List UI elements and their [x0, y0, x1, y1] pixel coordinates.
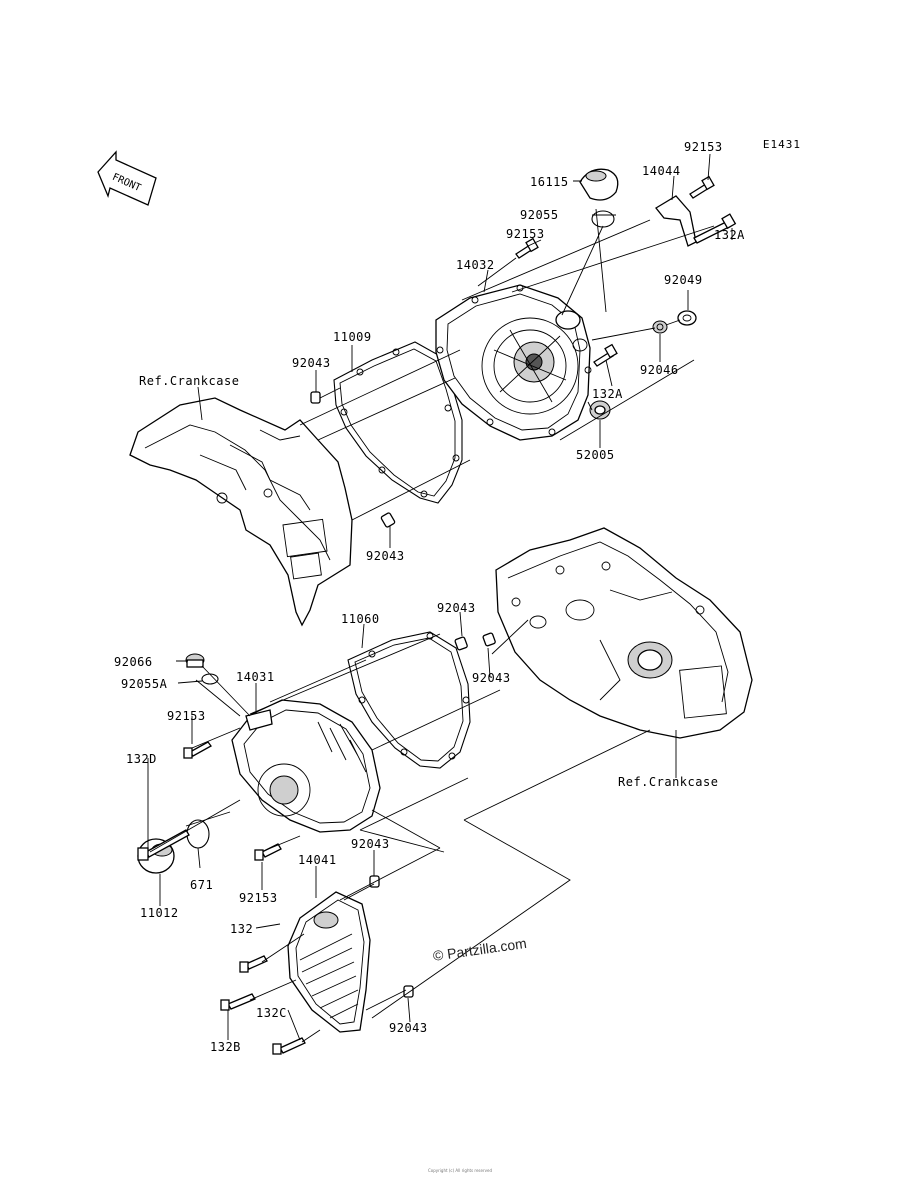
leader-lines [147, 153, 733, 1041]
bolt-132A-top-drawing [693, 213, 737, 244]
label-52005[interactable]: 52005 [576, 448, 615, 462]
assembly-lines-lower [149, 619, 651, 1043]
label-92043-a[interactable]: 92043 [292, 356, 331, 370]
o-ring-92055A-drawing [201, 673, 219, 685]
bolt-132D-drawing [137, 829, 190, 861]
clutch-cover-14032-drawing [435, 284, 592, 441]
washer-92049-drawing [677, 310, 697, 326]
plug-92066-drawing [185, 653, 205, 668]
bolt-92153-low-drawing [254, 843, 282, 861]
label-14032[interactable]: 14032 [456, 258, 495, 272]
label-92049[interactable]: 92049 [664, 273, 703, 287]
crankcase-lower-drawing [495, 527, 753, 739]
front-arrow-icon: FRONT [97, 150, 157, 206]
bolt-92153-top-drawing [689, 175, 715, 199]
label-132A-top[interactable]: 132A [714, 228, 745, 242]
label-132[interactable]: 132 [230, 922, 254, 936]
filler-cap-16115-drawing [579, 168, 619, 201]
o-ring-92055-drawing [591, 210, 615, 228]
label-132B[interactable]: 132B [210, 1040, 241, 1054]
label-92043-c[interactable]: 92043 [437, 601, 476, 615]
footer-copyright: Copyright (c) All rights reserved [428, 1168, 492, 1173]
bolt-132C-drawing [272, 1037, 306, 1055]
label-92153-low[interactable]: 92153 [239, 891, 278, 905]
gasket-11060-drawing [347, 631, 471, 769]
oil-seal-52005-drawing [589, 400, 611, 420]
label-14044[interactable]: 14044 [642, 164, 681, 178]
label-92046[interactable]: 92046 [640, 363, 679, 377]
label-92055[interactable]: 92055 [520, 208, 559, 222]
label-92153-mid[interactable]: 92153 [506, 227, 545, 241]
dowel-92043-a-drawing [310, 391, 321, 404]
label-ref-crankcase-bottom[interactable]: Ref.Crankcase [618, 775, 719, 789]
dowel-92043-c-drawing [454, 636, 468, 651]
label-92043-d[interactable]: 92043 [472, 671, 511, 685]
bracket-14044-drawing [655, 195, 697, 247]
dowel-92043-f-drawing [403, 985, 414, 998]
label-14031[interactable]: 14031 [236, 670, 275, 684]
dowel-92043-d-drawing [482, 632, 496, 647]
label-92153-left[interactable]: 92153 [167, 709, 206, 723]
label-92043-b[interactable]: 92043 [366, 549, 405, 563]
label-92043-e[interactable]: 92043 [351, 837, 390, 851]
label-671[interactable]: 671 [190, 878, 214, 892]
label-92066[interactable]: 92066 [114, 655, 153, 669]
crankcase-upper-drawing [129, 397, 353, 627]
dowel-92043-b-drawing [380, 512, 396, 528]
bolt-132-drawing [239, 955, 268, 973]
label-132A-mid[interactable]: 132A [592, 387, 623, 401]
label-132C[interactable]: 132C [256, 1006, 287, 1020]
dowel-92043-e-drawing [369, 875, 380, 888]
label-14041[interactable]: 14041 [298, 853, 337, 867]
nut-92046-drawing [652, 320, 668, 334]
sprocket-cover-14041-drawing [287, 891, 371, 1033]
bolt-92153-mid-drawing [515, 237, 539, 259]
label-11009[interactable]: 11009 [333, 330, 372, 344]
label-92043-f[interactable]: 92043 [389, 1021, 428, 1035]
bolt-92153-left-drawing [183, 741, 212, 759]
diagram-code: E1431 [762, 138, 801, 151]
assembly-lines-upper [299, 208, 715, 521]
label-92153-top[interactable]: 92153 [684, 140, 723, 154]
bolt-132A-mid-drawing [593, 343, 618, 367]
label-ref-crankcase-top[interactable]: Ref.Crankcase [139, 374, 240, 388]
bolt-132B-drawing [220, 993, 256, 1011]
label-16115[interactable]: 16115 [530, 175, 569, 189]
label-132D[interactable]: 132D [126, 752, 157, 766]
label-92055A[interactable]: 92055A [121, 677, 168, 691]
generator-cover-14031-drawing [231, 699, 381, 833]
gasket-11009-drawing [333, 341, 463, 504]
label-11060[interactable]: 11060 [341, 612, 380, 626]
label-11012[interactable]: 11012 [140, 906, 179, 920]
